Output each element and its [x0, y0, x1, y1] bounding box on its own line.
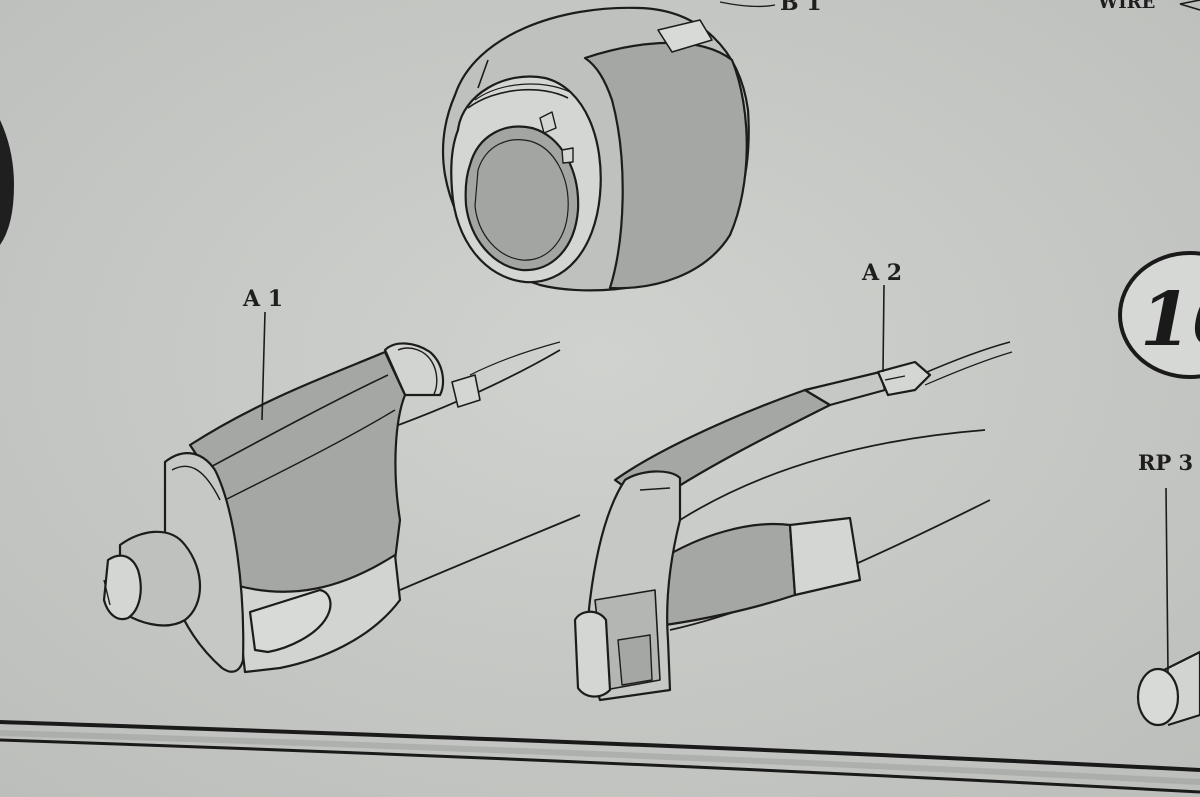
label-wire: WIRE: [1097, 0, 1155, 13]
part-rp3-drawing: [1136, 487, 1200, 727]
label-b1: B 1: [780, 0, 822, 16]
step-16-badge: [1118, 251, 1200, 379]
part-a2-drawing: [573, 284, 1013, 702]
label-a1: A 1: [242, 286, 283, 312]
label-rp3: RP 3: [1138, 450, 1193, 475]
left-edge-part: [0, 120, 14, 245]
cowling-b1-drawing: [441, 1, 776, 292]
wire-arrow: [1179, 0, 1200, 11]
label-a2: A 2: [861, 260, 902, 286]
engine-a1-drawing: [102, 311, 581, 674]
divider-rule: [0, 720, 1200, 794]
step-number: 16: [1140, 277, 1200, 363]
